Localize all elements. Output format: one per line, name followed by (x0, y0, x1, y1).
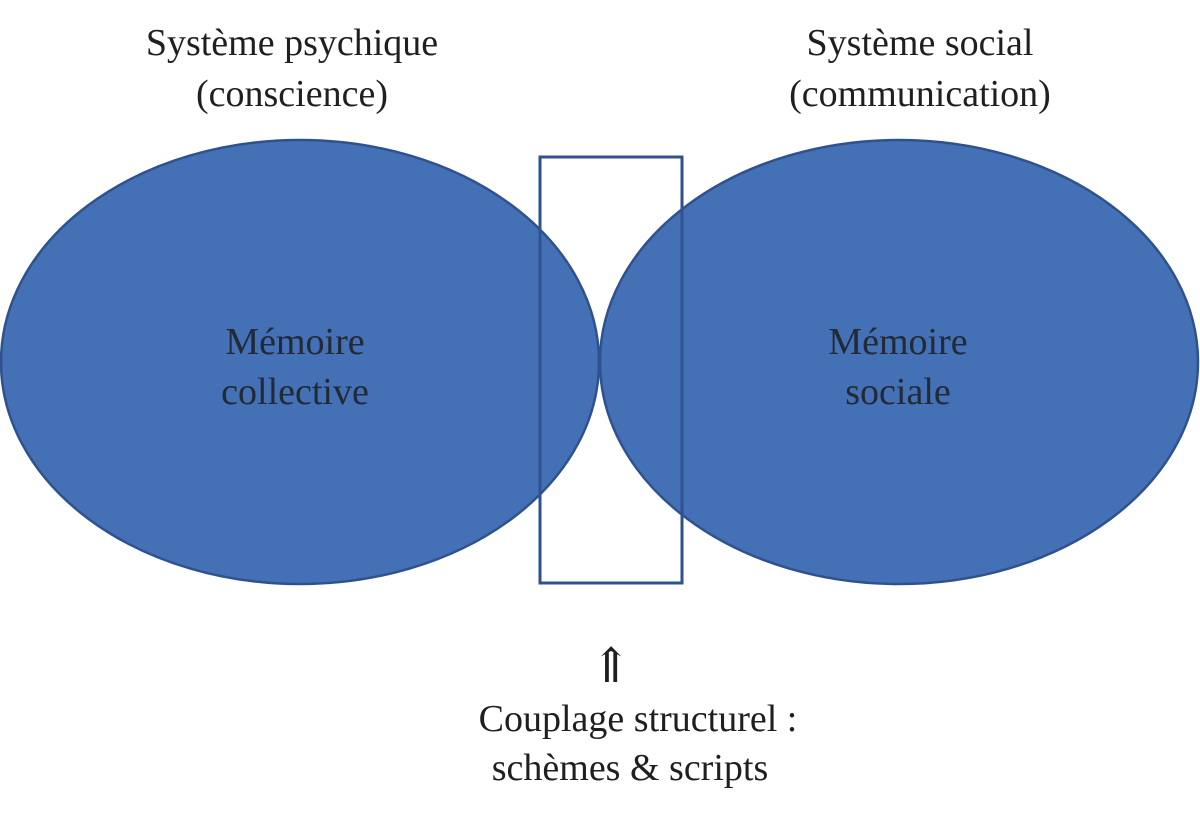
structural-coupling-label: Couplage structurel : (479, 698, 798, 740)
social-memory-label-line2: sociale (845, 371, 951, 413)
psychic-system-subtitle: (conscience) (196, 73, 388, 115)
social-system-ellipse (598, 138, 1200, 586)
psychic-system-title: Système psychique (146, 22, 438, 64)
double-up-arrow-icon: ⇑ (591, 640, 631, 693)
structural-coupling-box (538, 155, 684, 585)
collective-memory-label-line1: Mémoire (225, 321, 364, 363)
social-system-title: Système social (807, 22, 1034, 64)
social-system-subtitle: (communication) (789, 73, 1051, 115)
social-memory-label-line1: Mémoire (828, 321, 967, 363)
schemes-scripts-label: schèmes & scripts (492, 747, 769, 789)
collective-memory-label-line2: collective (221, 371, 369, 413)
